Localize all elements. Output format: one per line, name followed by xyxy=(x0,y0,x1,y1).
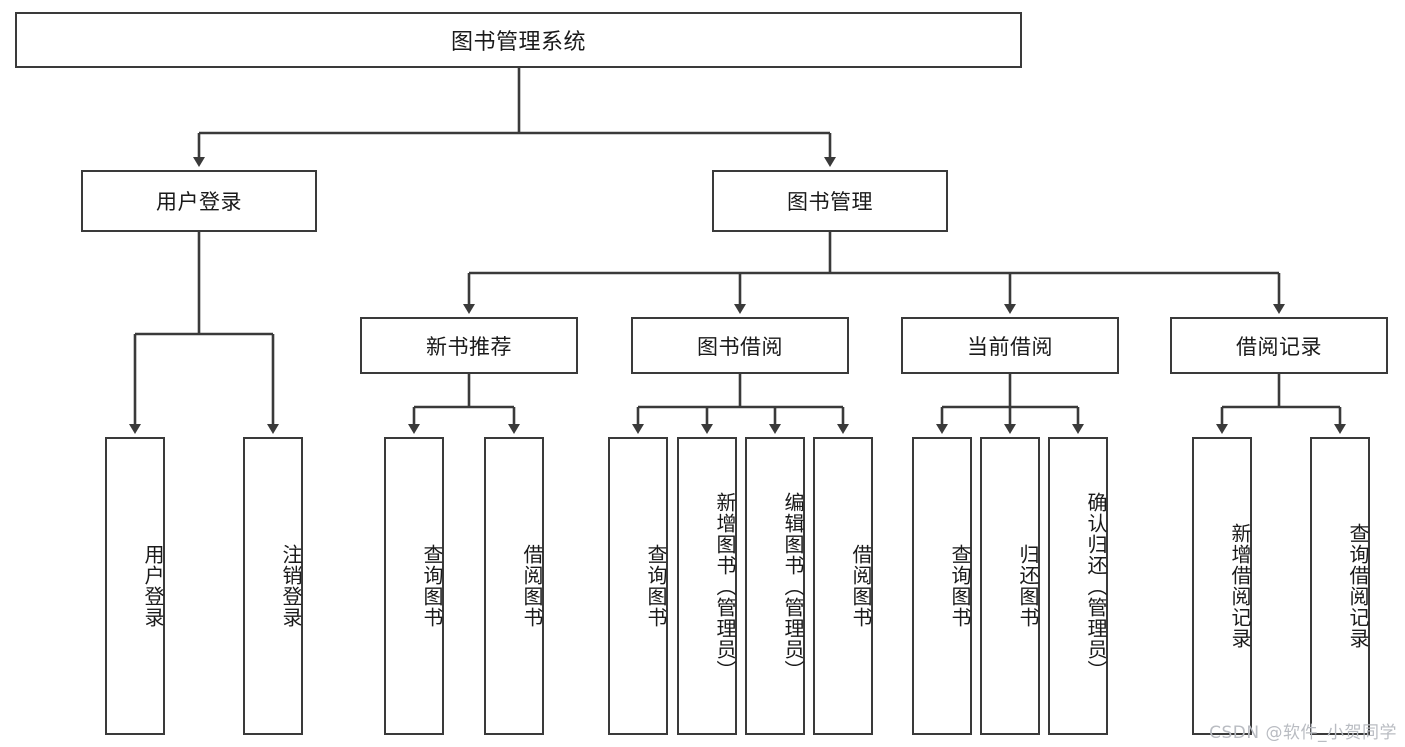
leaf-book-borrow-1[interactable]: 新增图书（管理员） xyxy=(677,437,737,735)
leaf-new-book-recommend-0[interactable]: 查询图书 xyxy=(384,437,444,735)
node-label: 借阅图书 xyxy=(520,544,544,628)
node-current-borrow[interactable]: 当前借阅 xyxy=(901,317,1119,374)
node-label: 图书借阅 xyxy=(697,334,783,359)
node-label: 借阅图书 xyxy=(849,544,873,628)
leaf-borrow-record-1[interactable]: 查询借阅记录 xyxy=(1310,437,1370,735)
node-label: 图书管理 xyxy=(787,190,873,214)
node-new-book-recommend[interactable]: 新书推荐 xyxy=(360,317,578,374)
node-borrow-record[interactable]: 借阅记录 xyxy=(1170,317,1388,374)
leaf-current-borrow-0[interactable]: 查询图书 xyxy=(912,437,972,735)
leaf-new-book-recommend-1[interactable]: 借阅图书 xyxy=(484,437,544,735)
node-label: 借阅记录 xyxy=(1236,334,1322,359)
node-label: 编辑图书（管理员） xyxy=(781,491,805,681)
node-label: 归还图书 xyxy=(1016,544,1040,628)
leaf-borrow-record-0[interactable]: 新增借阅记录 xyxy=(1192,437,1252,735)
node-label: 新增图书（管理员） xyxy=(713,491,737,681)
leaf-current-borrow-2[interactable]: 确认归还（管理员） xyxy=(1048,437,1108,735)
node-label: 确认归还（管理员） xyxy=(1084,491,1108,681)
node-book-management[interactable]: 图书管理 xyxy=(712,170,948,232)
node-label: 查询图书 xyxy=(948,544,972,628)
node-label: 用户登录 xyxy=(156,190,242,214)
leaf-user-login-0[interactable]: 用户登录 xyxy=(105,437,165,735)
leaf-current-borrow-1[interactable]: 归还图书 xyxy=(980,437,1040,735)
node-user-login[interactable]: 用户登录 xyxy=(81,170,317,232)
leaf-book-borrow-2[interactable]: 编辑图书（管理员） xyxy=(745,437,805,735)
leaf-book-borrow-3[interactable]: 借阅图书 xyxy=(813,437,873,735)
node-label: 查询图书 xyxy=(644,544,668,628)
watermark: CSDN @软件_小贺同学 xyxy=(1209,723,1397,743)
node-label: 当前借阅 xyxy=(967,334,1053,359)
node-book-borrow[interactable]: 图书借阅 xyxy=(631,317,849,374)
node-label: 查询图书 xyxy=(420,544,444,628)
node-label: 新增借阅记录 xyxy=(1228,523,1252,649)
node-root-system[interactable]: 图书管理系统 xyxy=(15,12,1022,68)
node-label: 查询借阅记录 xyxy=(1346,523,1370,649)
leaf-user-login-1[interactable]: 注销登录 xyxy=(243,437,303,735)
node-label: 图书管理系统 xyxy=(450,30,586,55)
node-label: 新书推荐 xyxy=(426,334,512,359)
node-label: 注销登录 xyxy=(279,544,303,628)
leaf-book-borrow-0[interactable]: 查询图书 xyxy=(608,437,668,735)
node-label: 用户登录 xyxy=(141,544,165,628)
